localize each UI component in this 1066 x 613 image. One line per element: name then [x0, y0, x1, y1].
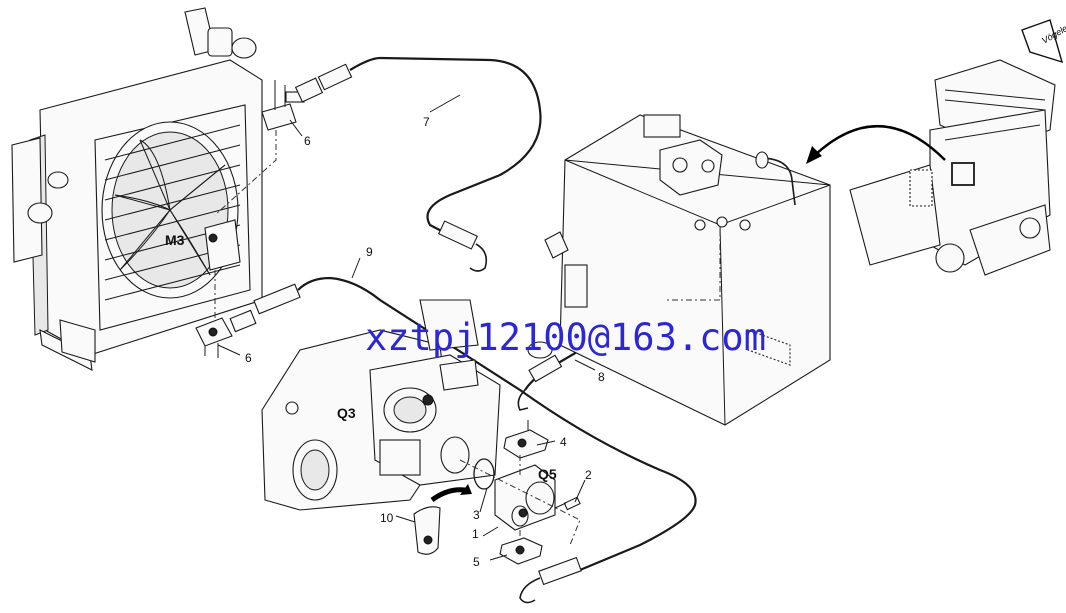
paver-machine [849, 59, 1056, 276]
flange-4 [503, 420, 549, 459]
callout-9: 9 [366, 245, 373, 259]
pump-q5 [494, 464, 556, 531]
hose-7 [294, 56, 542, 272]
pump-gearbox-q3 [261, 299, 553, 511]
label-q5: Q5 [538, 466, 557, 482]
radiator-assembly [11, 7, 263, 371]
callout-3: 3 [473, 508, 480, 522]
callout-2: 2 [585, 468, 592, 482]
callout-4: 4 [560, 435, 567, 449]
hydraulic-tank [544, 114, 831, 426]
callout-6-top: 6 [304, 134, 311, 148]
oring-3 [473, 458, 495, 490]
fitting-6-bottom [195, 317, 233, 358]
location-arrow [814, 125, 946, 161]
fitting-6-top [261, 80, 305, 131]
hose-9 [229, 276, 697, 604]
vogele-logo: Vögele [1021, 19, 1066, 64]
label-m3: M3 [165, 232, 185, 248]
callout-8: 8 [598, 370, 605, 384]
callout-6-bottom: 6 [245, 351, 252, 365]
bracket-10 [413, 506, 441, 555]
label-q3: Q3 [337, 405, 356, 421]
callout-7: 7 [423, 115, 430, 129]
callout-1: 1 [472, 527, 479, 541]
location-arrowhead [806, 146, 822, 164]
install-arrowhead [460, 484, 472, 495]
watermark-text: xztpj12100@163.com [365, 316, 766, 359]
callout-5: 5 [473, 555, 480, 569]
callout-10: 10 [380, 511, 394, 525]
install-arrow [430, 487, 466, 503]
flange-5 [499, 537, 543, 565]
leader-lines [217, 94, 596, 561]
